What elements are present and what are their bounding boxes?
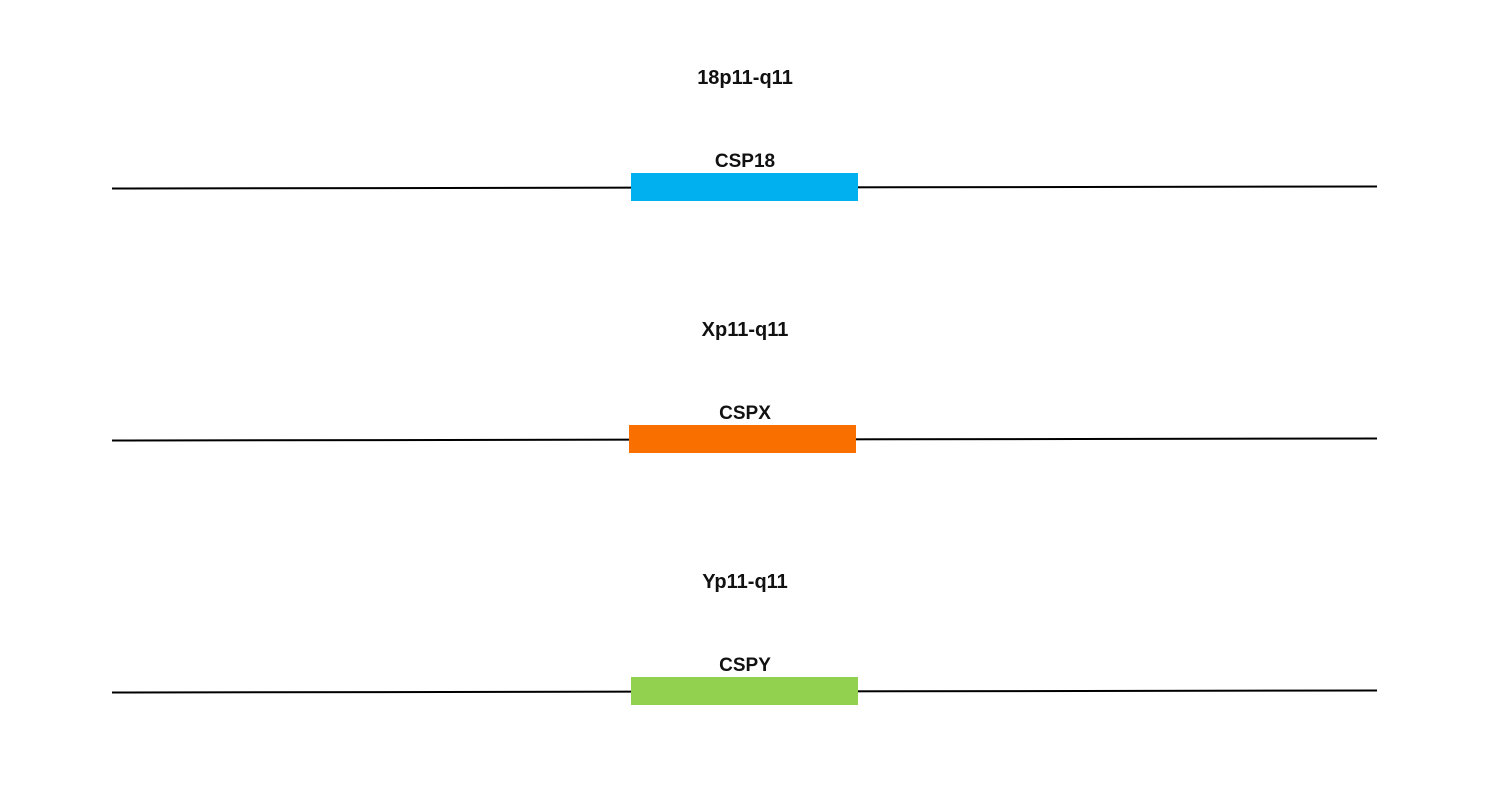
probe-bar	[631, 677, 858, 705]
track-y: Yp11-q11 CSPY	[111, 571, 1378, 705]
probe-label: CSPY	[719, 655, 771, 676]
probe-bar	[631, 173, 858, 201]
track-x: Xp11-q11 CSPX	[111, 319, 1378, 453]
region-label: Yp11-q11	[702, 571, 788, 593]
probe-label: CSP18	[715, 151, 775, 172]
region-label: Xp11-q11	[702, 319, 789, 341]
track-18: 18p11-q11 CSP18	[111, 67, 1378, 201]
region-label: 18p11-q11	[697, 67, 793, 89]
probe-bar	[629, 425, 856, 453]
probe-label: CSPX	[719, 403, 771, 424]
